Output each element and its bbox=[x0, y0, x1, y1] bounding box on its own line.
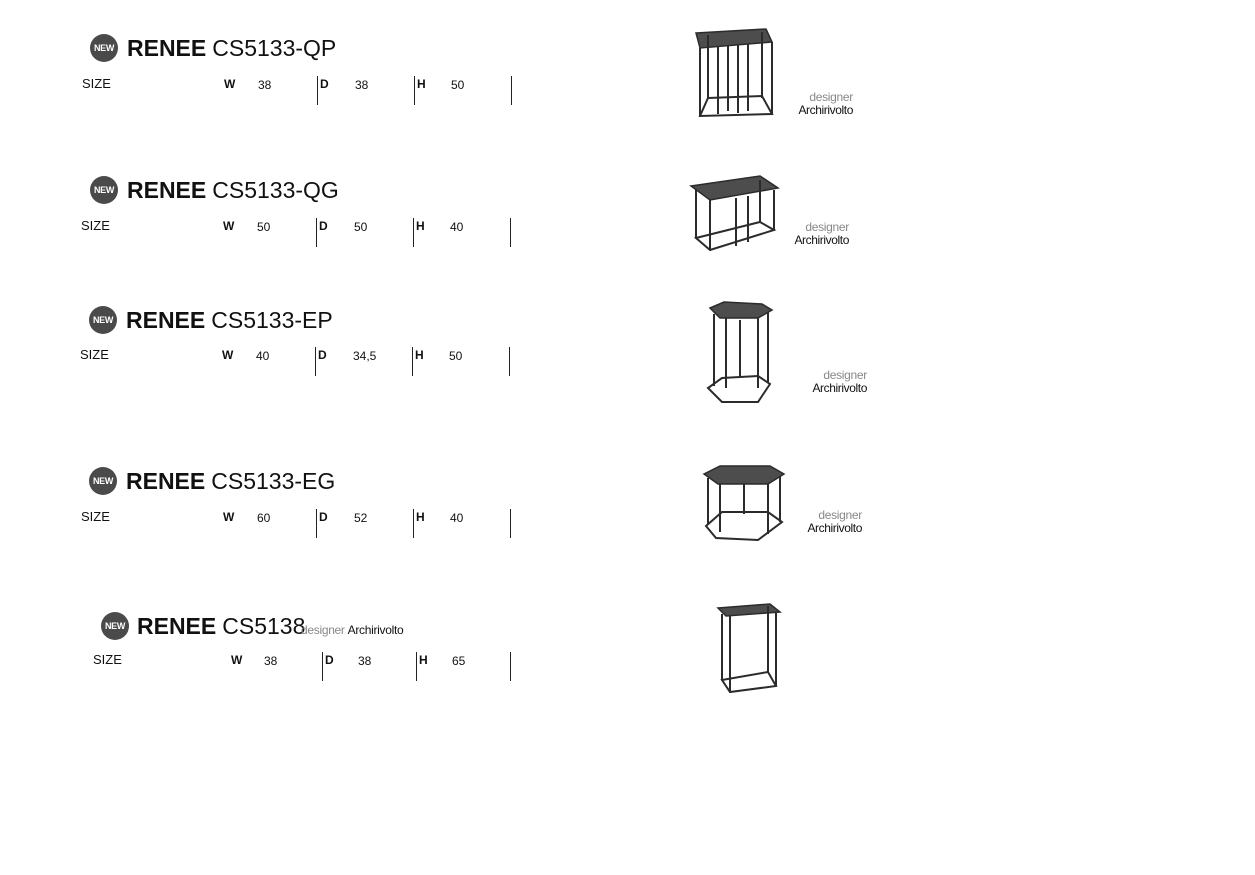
depth-value: 38 bbox=[355, 78, 369, 92]
product-brand: RENEE bbox=[127, 177, 207, 203]
square-high-table-image bbox=[716, 603, 782, 694]
designer-label: designer bbox=[809, 90, 853, 104]
designer-name: Archirivolto bbox=[807, 521, 862, 535]
size-label: SIZE bbox=[80, 347, 109, 362]
designer-label: designer bbox=[805, 220, 849, 234]
designer-label: designer bbox=[301, 623, 345, 637]
height-value: 65 bbox=[452, 654, 466, 668]
width-value: 40 bbox=[256, 349, 270, 363]
square-tall-table-image bbox=[695, 28, 774, 118]
designer-credit: designer Archirivolto bbox=[789, 509, 862, 535]
divider bbox=[510, 652, 511, 681]
product-brand: RENEE bbox=[126, 468, 206, 494]
depth-value: 50 bbox=[354, 220, 368, 234]
height-key: H bbox=[416, 219, 425, 233]
product-code: CS5138 bbox=[222, 613, 306, 639]
hexagon-low-table-image bbox=[702, 465, 786, 542]
height-key: H bbox=[416, 510, 425, 524]
designer-name: Archirivolto bbox=[798, 103, 853, 117]
divider bbox=[511, 76, 512, 105]
depth-value: 52 bbox=[354, 511, 368, 525]
width-value: 60 bbox=[257, 511, 271, 525]
designer-credit: designer Archirivolto bbox=[794, 369, 867, 395]
depth-key: D bbox=[319, 219, 328, 233]
divider bbox=[413, 509, 414, 538]
product-brand: RENEE bbox=[126, 307, 206, 333]
depth-key: D bbox=[319, 510, 328, 524]
height-key: H bbox=[419, 653, 428, 667]
divider bbox=[322, 652, 323, 681]
width-key: W bbox=[224, 77, 236, 91]
product-code: CS5133-EP bbox=[211, 307, 333, 333]
depth-key: D bbox=[320, 77, 329, 91]
divider bbox=[413, 218, 414, 247]
designer-name: Archirivolto bbox=[812, 381, 867, 395]
divider bbox=[509, 347, 510, 376]
width-key: W bbox=[222, 348, 234, 362]
size-label: SIZE bbox=[82, 76, 111, 91]
size-label: SIZE bbox=[81, 509, 110, 524]
designer-credit: designer Archirivolto bbox=[780, 91, 853, 117]
width-value: 50 bbox=[257, 220, 271, 234]
width-key: W bbox=[231, 653, 243, 667]
divider bbox=[412, 347, 413, 376]
new-badge: NEW bbox=[101, 612, 129, 640]
designer-label: designer bbox=[823, 368, 867, 382]
height-key: H bbox=[417, 77, 426, 91]
divider bbox=[510, 509, 511, 538]
product-brand: RENEE bbox=[137, 613, 217, 639]
designer-label: designer bbox=[818, 508, 862, 522]
height-value: 40 bbox=[450, 220, 464, 234]
hexagon-tall-table-image bbox=[706, 301, 774, 403]
size-label: SIZE bbox=[81, 218, 110, 233]
divider bbox=[315, 347, 316, 376]
new-badge: NEW bbox=[90, 34, 118, 62]
divider bbox=[414, 76, 415, 105]
depth-key: D bbox=[325, 653, 334, 667]
product-code: CS5133-EG bbox=[211, 468, 336, 494]
designer-name: Archirivolto bbox=[794, 233, 849, 247]
height-value: 50 bbox=[451, 78, 465, 92]
product-brand: RENEE bbox=[127, 35, 207, 61]
product-code: CS5133-QP bbox=[212, 35, 337, 61]
new-badge: NEW bbox=[89, 306, 117, 334]
divider bbox=[510, 218, 511, 247]
new-badge: NEW bbox=[89, 467, 117, 495]
width-value: 38 bbox=[258, 78, 272, 92]
width-value: 38 bbox=[264, 654, 278, 668]
height-value: 40 bbox=[450, 511, 464, 525]
designer-name: Archirivolto bbox=[347, 623, 404, 637]
divider bbox=[316, 509, 317, 538]
divider bbox=[416, 652, 417, 681]
size-label: SIZE bbox=[93, 652, 122, 667]
depth-key: D bbox=[318, 348, 327, 362]
divider bbox=[317, 76, 318, 105]
depth-value: 34,5 bbox=[353, 349, 377, 363]
width-key: W bbox=[223, 510, 235, 524]
height-value: 50 bbox=[449, 349, 463, 363]
new-badge: NEW bbox=[90, 176, 118, 204]
product-code: CS5133-QG bbox=[212, 177, 339, 203]
designer-credit: designer Archirivolto bbox=[776, 221, 849, 247]
depth-value: 38 bbox=[358, 654, 372, 668]
divider bbox=[316, 218, 317, 247]
square-low-table-image bbox=[689, 175, 780, 252]
width-key: W bbox=[223, 219, 235, 233]
height-key: H bbox=[415, 348, 424, 362]
